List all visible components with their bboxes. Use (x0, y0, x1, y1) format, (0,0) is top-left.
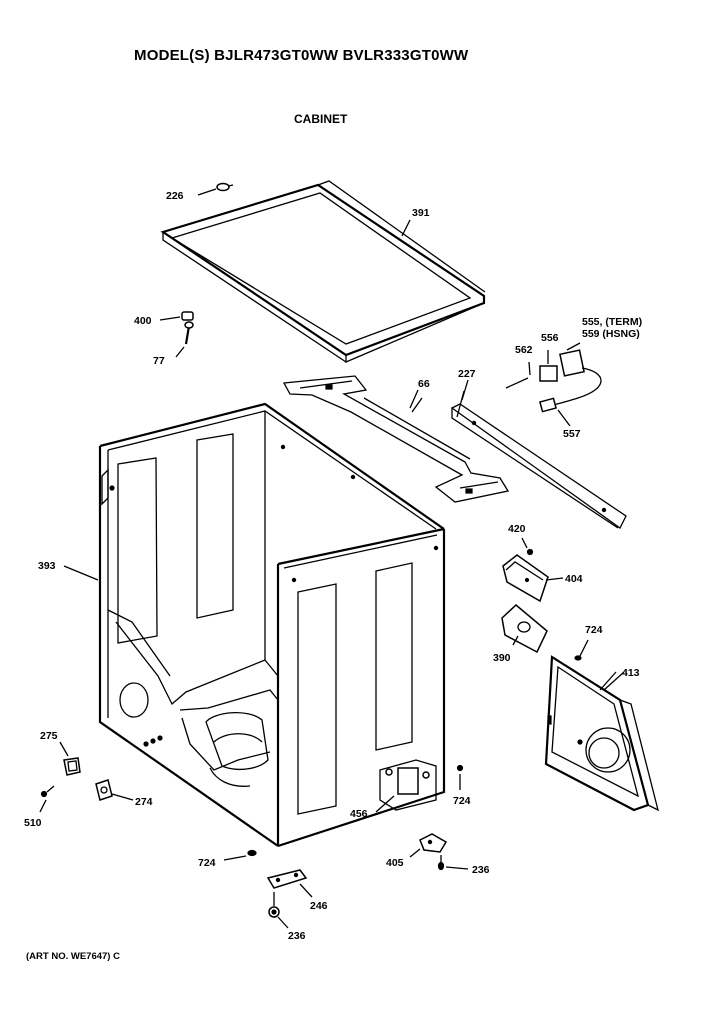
label-77: 77 (153, 355, 165, 367)
part-405-hinge[interactable] (409, 833, 448, 858)
label-66: 66 (418, 378, 430, 390)
art-number: (ART NO. WE7647) C (26, 951, 120, 962)
part-66-bracket[interactable] (282, 375, 510, 503)
part-275-glide[interactable] (59, 741, 81, 776)
part-391-top-panel[interactable] (160, 180, 486, 363)
leader-227 (461, 379, 469, 401)
part-400-clip[interactable] (159, 311, 194, 321)
part-236-screw-right[interactable] (437, 855, 469, 871)
part-456-bracket[interactable] (375, 795, 395, 813)
part-227-rail[interactable] (450, 390, 627, 529)
label-559: 559 (HSNG) (582, 328, 640, 340)
label-246: 246 (310, 900, 328, 912)
label-400: 400 (134, 315, 152, 327)
part-274-foot[interactable] (95, 779, 134, 801)
label-404: 404 (565, 573, 583, 585)
label-555: 555, (TERM) (582, 316, 642, 328)
label-393: 393 (38, 560, 56, 572)
part-236-screw-bottom[interactable] (268, 892, 289, 929)
label-510: 510 (24, 817, 42, 829)
part-555-559-housing[interactable] (559, 342, 585, 377)
part-556-terminal[interactable] (539, 350, 558, 382)
label-724-right: 724 (453, 795, 471, 807)
label-390: 390 (493, 652, 511, 664)
model-title: MODEL(S) BJLR473GT0WW BVLR333GT0WW (134, 47, 469, 64)
label-562: 562 (515, 344, 533, 356)
label-724-lower-left: 724 (198, 857, 216, 869)
part-420-screw[interactable] (521, 537, 534, 556)
label-556: 556 (541, 332, 559, 344)
part-724-screw-upper[interactable] (574, 639, 589, 661)
label-274: 274 (135, 796, 153, 808)
leader-413 (603, 671, 625, 691)
leader-391 (401, 219, 411, 237)
label-236-bottom: 236 (288, 930, 306, 942)
label-420: 420 (508, 523, 526, 535)
part-724-screw-right[interactable] (456, 764, 464, 791)
part-404-cover[interactable] (502, 554, 564, 603)
part-562-screw[interactable] (505, 361, 531, 389)
part-724-screw-lower-left[interactable] (223, 849, 257, 861)
cabinet-body[interactable] (98, 402, 446, 848)
label-391: 391 (412, 207, 430, 219)
label-724-upper: 724 (585, 624, 603, 636)
part-226-screw[interactable] (197, 182, 234, 196)
part-413-front-panel[interactable] (544, 655, 659, 812)
leader-66 (409, 389, 419, 409)
section-title: CABINET (294, 112, 348, 126)
part-390-bracket[interactable] (501, 603, 548, 654)
label-227: 227 (458, 368, 476, 380)
part-246-bracket[interactable] (266, 869, 313, 898)
label-456: 456 (350, 808, 368, 820)
label-226: 226 (166, 190, 184, 202)
part-77-screw[interactable] (175, 321, 194, 358)
part-510-screw[interactable] (39, 785, 55, 813)
label-557: 557 (563, 428, 581, 440)
part-557-cord[interactable] (539, 367, 602, 427)
label-405: 405 (386, 857, 404, 869)
label-275: 275 (40, 730, 58, 742)
leader-393 (63, 565, 99, 581)
label-413: 413 (622, 667, 640, 679)
label-236-right: 236 (472, 864, 490, 876)
